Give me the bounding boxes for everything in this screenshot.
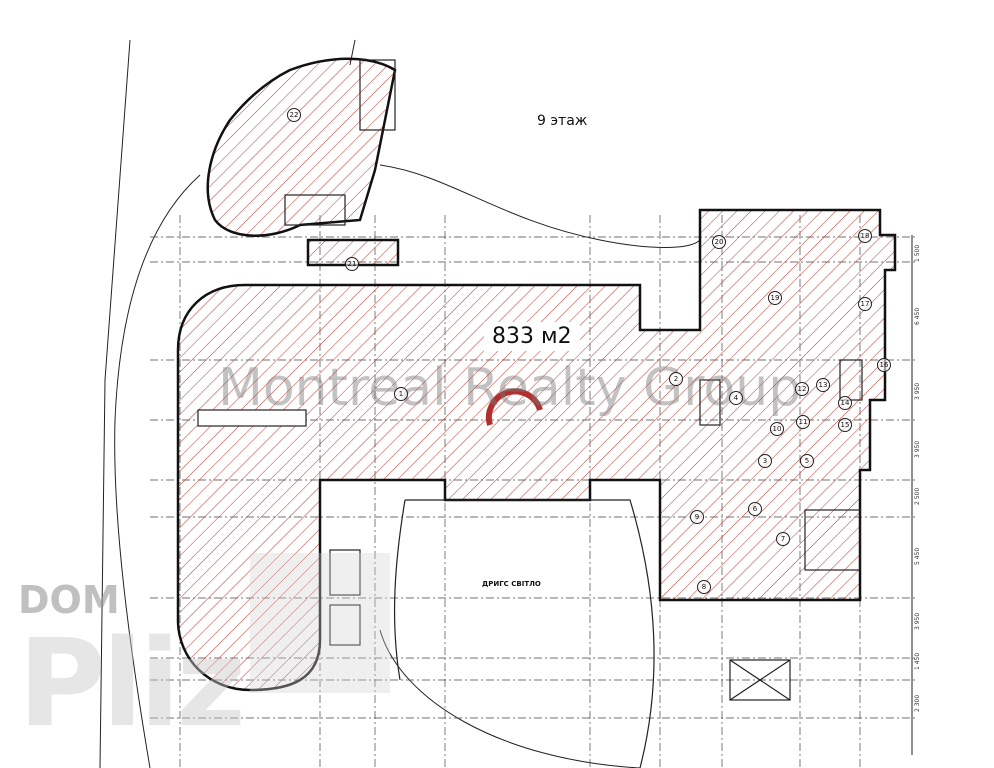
dimension-label: 6 450: [914, 307, 921, 325]
room-number: 10: [770, 422, 784, 436]
room-number: 19: [768, 291, 782, 305]
room-number: 13: [816, 378, 830, 392]
room-number: 8: [697, 580, 711, 594]
watermark-info-block: [250, 553, 390, 693]
room-number: 18: [858, 229, 872, 243]
room-number: 22: [287, 108, 301, 122]
room-number: 17: [858, 297, 872, 311]
site-outline: [99, 39, 701, 768]
watermark-montreal: Montreal Realty Group: [218, 358, 802, 418]
room-number: 21: [345, 257, 359, 271]
room-number: 14: [838, 396, 852, 410]
room-number: 9: [690, 510, 704, 524]
dimension-label: 1 450: [914, 652, 921, 670]
central-label: ДРИГС СВІТЛО: [482, 580, 541, 588]
room-number: 2: [669, 372, 683, 386]
room-number: 4: [729, 391, 743, 405]
inner-elements: [197, 59, 863, 768]
room-number: 16: [877, 358, 891, 372]
dimension-label: 2 300: [914, 694, 921, 712]
room-number: 5: [800, 454, 814, 468]
room-number: 7: [776, 532, 790, 546]
room-number: 3: [758, 454, 772, 468]
rented-area: [176, 57, 897, 692]
dimension-label: 3 950: [914, 382, 921, 400]
watermark-dom: DOM: [18, 578, 120, 622]
watermark-pliz: Pliz: [18, 615, 246, 754]
room-number: 20: [712, 235, 726, 249]
floor-label: 9 этаж: [537, 113, 588, 129]
room-number: 15: [838, 418, 852, 432]
dimension-label: 3 950: [914, 440, 921, 458]
dimension-label: 3 950: [914, 612, 921, 630]
dimension-label: 1 500: [914, 244, 921, 262]
room-number: 12: [795, 382, 809, 396]
dimension-label: 2 500: [914, 487, 921, 505]
dimension-label: 5 450: [914, 547, 921, 565]
area-label: 833 м2: [484, 322, 580, 351]
room-number: 1: [394, 387, 408, 401]
room-number: 6: [748, 502, 762, 516]
room-number: 11: [796, 415, 810, 429]
